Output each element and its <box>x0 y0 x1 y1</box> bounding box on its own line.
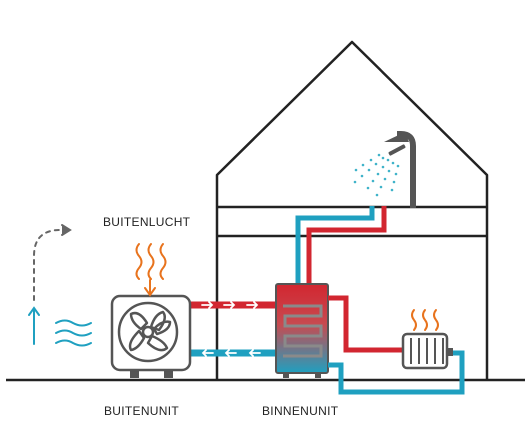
outside-air-heat-icon <box>135 243 167 297</box>
house-outline <box>215 40 489 380</box>
heat-wave-icon <box>411 309 439 331</box>
air-flow-icon <box>28 306 92 347</box>
outdoor-unit <box>110 294 192 378</box>
radiator-icon <box>401 309 453 370</box>
fan-icon <box>117 301 179 363</box>
water-drops <box>353 153 400 197</box>
flow-direction-arrows <box>201 301 261 357</box>
indoor-unit-label: BINNENUNIT <box>262 404 339 418</box>
indoor-unit <box>275 283 329 378</box>
shower-icon <box>353 131 416 208</box>
shower-pipes <box>295 206 387 288</box>
heating-pipes <box>328 295 465 395</box>
outdoor-unit-label: BUITENUNIT <box>104 404 179 418</box>
outside-air-label: BUITENLUCHT <box>103 215 191 229</box>
exhaust-air-arrow <box>33 224 72 301</box>
